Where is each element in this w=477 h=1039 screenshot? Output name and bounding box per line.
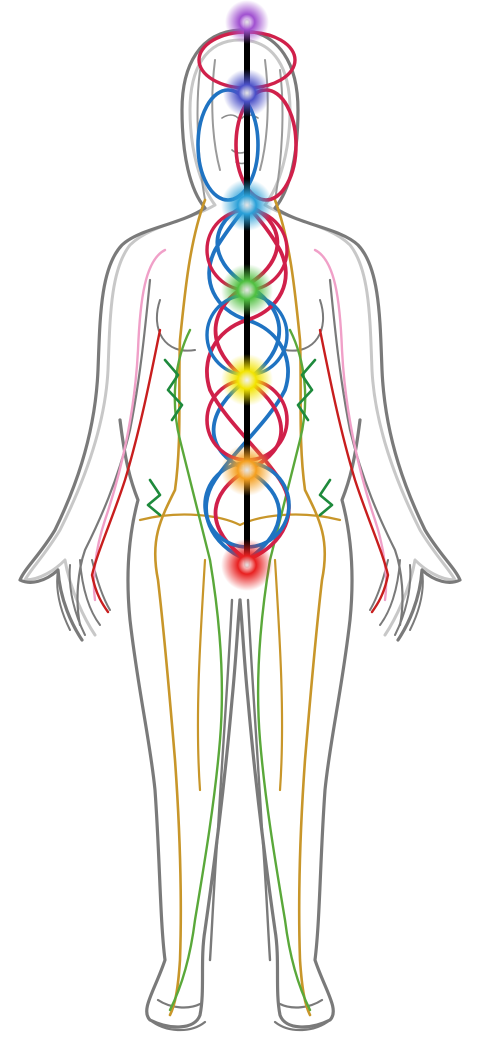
channel-darkgreen-right: [298, 360, 332, 515]
body-outline-left: [20, 30, 240, 1027]
hand-left: [57, 560, 110, 635]
chakra-throat: [221, 179, 273, 231]
legs-inner: [210, 600, 270, 960]
chakra-heart: [221, 264, 273, 316]
hand-right: [370, 560, 423, 635]
chakra-root: [221, 539, 273, 591]
channel-darkgreen-left: [148, 360, 182, 515]
body-outline-right: [240, 30, 460, 1027]
chakra-sacral: [221, 444, 273, 496]
channel-gold-left: [155, 200, 205, 1015]
channel-arm-red-left: [92, 330, 160, 612]
chakra-solar-plexus: [221, 354, 273, 406]
chakra-third-eye: [223, 69, 271, 117]
channel-arm-red-right: [320, 330, 388, 612]
energy-channels: [92, 22, 388, 1015]
chakra-crown: [225, 0, 269, 44]
channel-gold-right: [275, 200, 325, 1015]
